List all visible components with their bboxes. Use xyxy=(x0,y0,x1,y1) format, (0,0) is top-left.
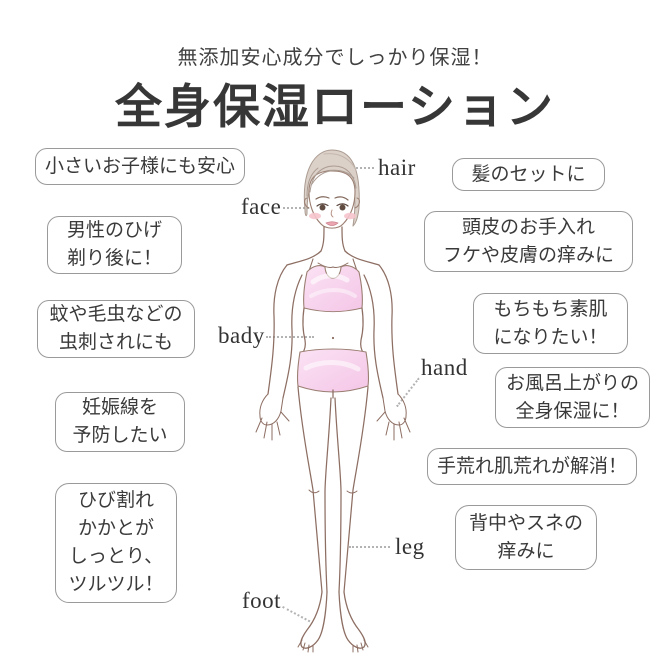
feature-box-line: ひび割れ xyxy=(77,490,154,511)
leader-line-leg xyxy=(349,546,390,548)
feature-box-line: 全身保湿に！ xyxy=(515,400,630,422)
body-figure-illustration xyxy=(255,149,411,653)
feature-box-line: もちもち素肌 xyxy=(493,298,608,320)
shorts-shape xyxy=(297,348,369,393)
feature-box-line: 予防したい xyxy=(72,425,168,446)
feature-box-line: 頭皮のお手入れ xyxy=(461,216,595,238)
header-subtitle: 無添加安心成分でしっかり保湿！ xyxy=(177,47,493,69)
label-hand: hand xyxy=(421,355,468,380)
feature-box-line: になりたい！ xyxy=(493,326,608,348)
feature-box-line: 剃り後に！ xyxy=(66,248,162,269)
leader-line-hair xyxy=(340,167,374,169)
feature-box-insect-bites: 蚊や毛虫などの 虫刺されにも xyxy=(37,300,195,358)
label-face: face xyxy=(241,194,282,219)
feature-box-line: 痒みに xyxy=(497,540,555,562)
feature-box-hair-set: 髪のセットに xyxy=(452,158,605,191)
leader-line-face xyxy=(283,207,309,209)
feature-box-stretch-marks: 妊娠線を 予防したい xyxy=(55,392,185,452)
feature-box-line: 髪のセットに xyxy=(471,163,586,185)
label-body: bady xyxy=(218,323,265,348)
label-leg: leg xyxy=(395,534,425,559)
feature-box-line: かかとが xyxy=(77,518,154,539)
feature-box-line: 小さいお子様にも安心 xyxy=(44,155,235,177)
feature-box-cracked-heels: ひび割れ かかとが しっとり、 ツルツル！ xyxy=(55,483,177,603)
feature-box-after-bath: お風呂上がりの 全身保湿に！ xyxy=(495,367,650,428)
feature-box-line: 男性のひげ xyxy=(66,220,162,241)
leader-line-body xyxy=(266,336,314,338)
feature-box-line: 虫刺されにも xyxy=(58,332,173,353)
feature-box-kids: 小さいお子様にも安心 xyxy=(35,148,245,185)
feature-box-line: 妊娠線を xyxy=(81,397,158,418)
feature-box-springy-skin: もちもち素肌 になりたい！ xyxy=(473,293,628,354)
label-foot: foot xyxy=(242,588,282,613)
feature-box-scalp-care: 頭皮のお手入れ フケや皮膚の痒みに xyxy=(424,211,633,272)
feature-box-line: フケや皮膚の痒みに xyxy=(442,244,614,266)
feature-box-line: ツルツル！ xyxy=(68,574,164,595)
feature-box-shaving: 男性のひげ 剃り後に！ xyxy=(47,216,182,274)
feature-box-rough-skin: 手荒れ肌荒れが解消！ xyxy=(427,448,637,485)
feature-box-back-shin-itch: 背中やスネの 痒みに xyxy=(455,505,597,570)
feature-box-line: しっとり、 xyxy=(68,546,164,567)
feature-box-line: 背中やスネの xyxy=(468,512,583,534)
feature-box-line: 蚊や毛虫などの xyxy=(49,304,183,325)
page-title: 全身保湿ローション xyxy=(114,82,556,134)
feature-box-line: 手荒れ肌荒れが解消！ xyxy=(436,455,627,477)
label-hair: hair xyxy=(378,155,416,180)
feature-box-line: お風呂上がりの xyxy=(505,372,639,394)
